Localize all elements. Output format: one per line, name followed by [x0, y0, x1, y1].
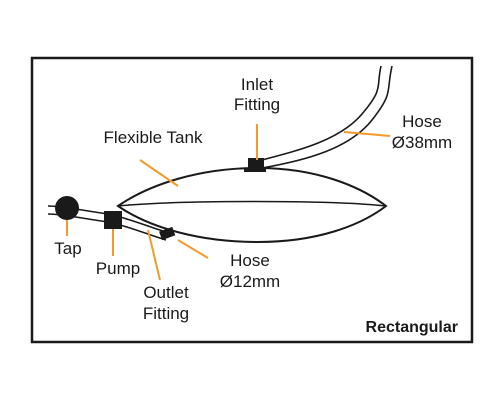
inlet-fitting	[248, 158, 264, 170]
tank-seam	[117, 200, 387, 207]
large-hose	[261, 65, 393, 169]
inlet-label-line2: Fitting	[234, 95, 280, 114]
flexible-tank	[116, 166, 388, 244]
hose-large-leader	[343, 131, 391, 137]
hose-small-leader	[177, 239, 209, 259]
tap-label: Tap	[54, 239, 81, 258]
flexible-tank-label: Flexible Tank	[104, 128, 203, 147]
outlet-label-line1: Outlet	[143, 283, 189, 302]
pump	[104, 211, 122, 229]
hose-small-label-line2: Ø12mm	[220, 272, 280, 291]
outlet-leader	[147, 229, 161, 281]
hose-small-label-line1: Hose	[230, 251, 270, 270]
pump-label: Pump	[96, 259, 140, 278]
diagram-frame	[30, 56, 474, 344]
hose-large-label-line2: Ø38mm	[392, 133, 452, 152]
outlet-fitting	[159, 226, 176, 241]
inlet-label-line1: Inlet	[241, 75, 273, 94]
tap	[55, 196, 79, 220]
inlet-fitting-flange	[244, 168, 266, 172]
flexible-tank-leader	[139, 159, 179, 187]
outlet-label-line2: Fitting	[143, 304, 189, 323]
tank-shape-label: Rectangular	[366, 319, 458, 336]
hose-large-label-line1: Hose	[402, 112, 442, 131]
